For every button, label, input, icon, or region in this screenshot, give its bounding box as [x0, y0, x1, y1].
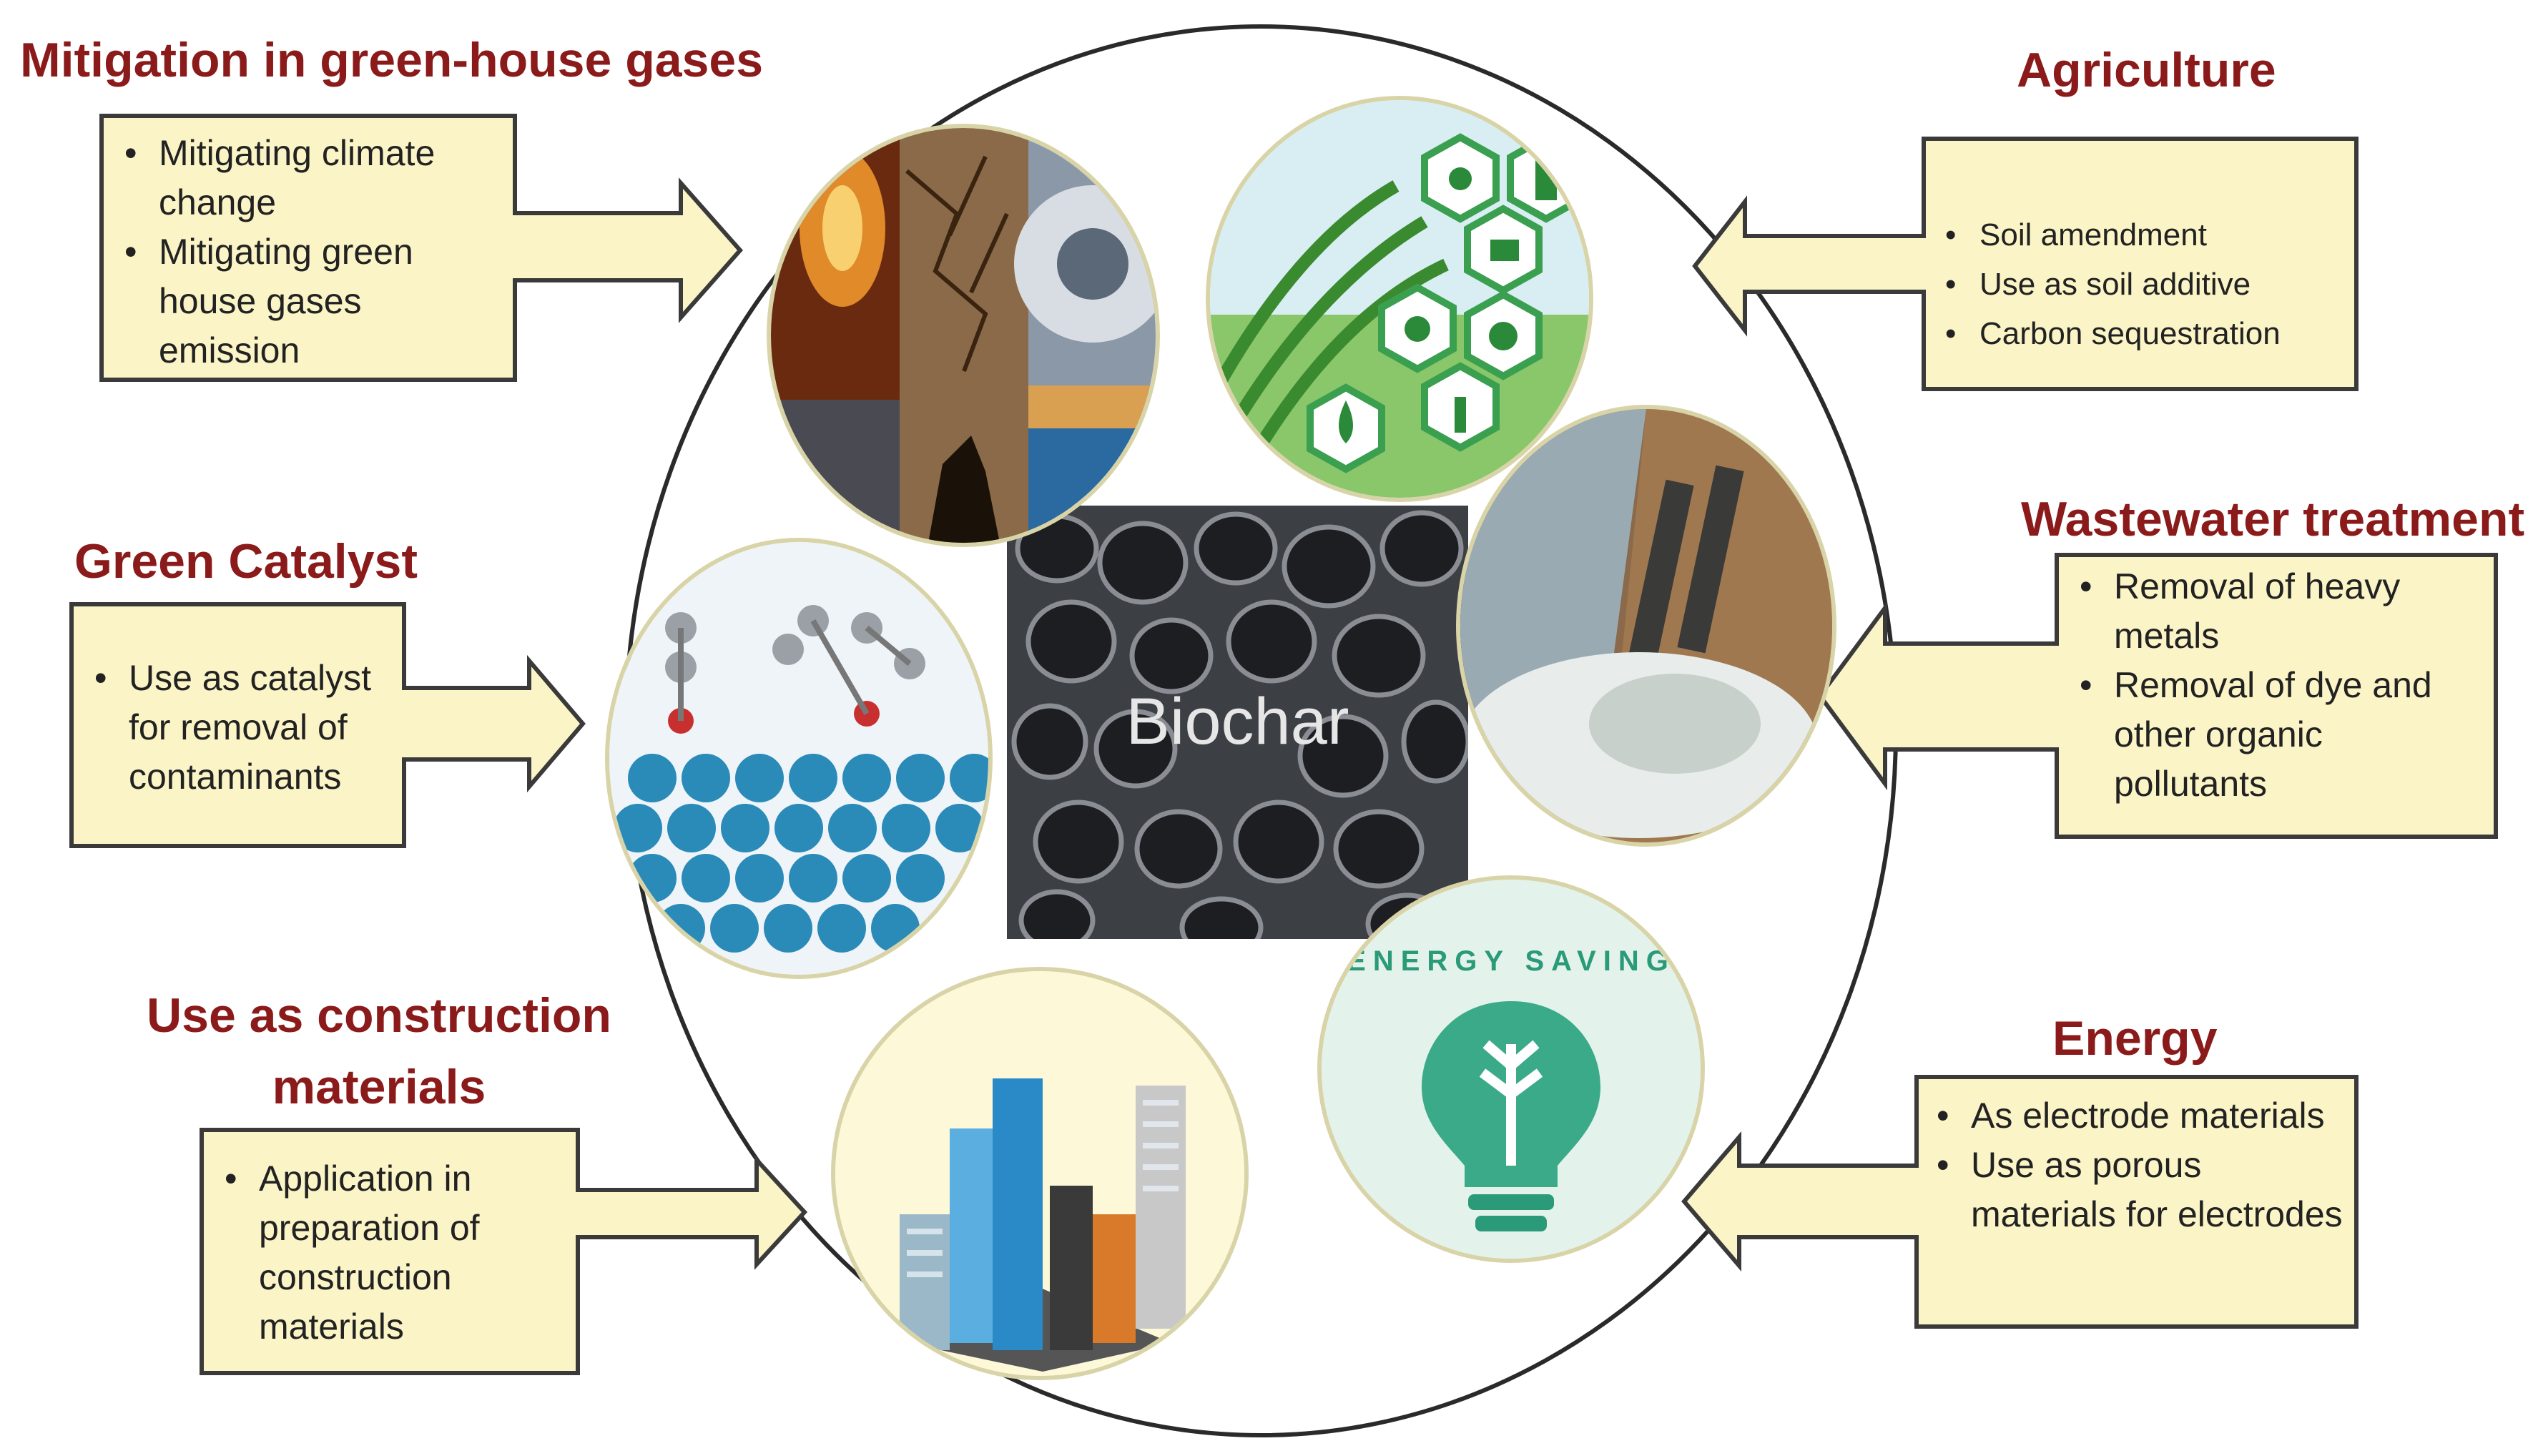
construction-photo — [831, 967, 1249, 1380]
list-item: Mitigating green house gases emission — [122, 227, 508, 375]
agriculture-list: Soil amendment Use as soil additive Carb… — [1942, 210, 2343, 358]
list-item: Removal of dye and other organic polluta… — [2077, 661, 2484, 809]
climate-photo — [767, 124, 1160, 547]
wastewater-photo — [1456, 405, 1836, 847]
catalyst-photo — [605, 538, 993, 979]
energy-saving-badge: ENERGY SAVING — [1347, 945, 1676, 977]
agriculture-title: Agriculture — [2017, 43, 2276, 97]
list-item: As electrode materials — [1934, 1091, 2348, 1141]
list-item: Carbon sequestration — [1942, 309, 2343, 358]
energy-list: As electrode materials Use as porous mat… — [1934, 1091, 2348, 1239]
catalyst-list: Use as catalyst for removal of contamina… — [92, 654, 413, 802]
list-item: Removal of heavy metals — [2077, 562, 2484, 661]
catalyst-title: Green Catalyst — [74, 534, 418, 589]
ghg-title: Mitigation in green-house gases — [20, 33, 764, 87]
energy-saving-illustration — [1322, 880, 1701, 1259]
ghg-list: Mitigating climate change Mitigating gre… — [122, 129, 508, 375]
climate-collage — [771, 128, 1156, 543]
agriculture-photo — [1206, 96, 1593, 502]
catalyst-illustration — [609, 542, 988, 975]
biochar-texture — [1007, 506, 1468, 939]
biochar-label: Biochar — [1126, 685, 1349, 758]
list-item: Use as soil additive — [1942, 260, 2343, 309]
energy-title: Energy — [2052, 1011, 2218, 1066]
city-illustration — [835, 971, 1244, 1376]
construction-list: Application in preparation of constructi… — [222, 1154, 522, 1352]
list-item: Use as catalyst for removal of contamina… — [92, 654, 413, 802]
wastewater-title: Wastewater treatment — [2021, 492, 2525, 546]
biochar-image: Biochar — [1007, 506, 1468, 939]
wastewater-illustration — [1460, 409, 1832, 842]
list-item: Use as porous materials for electrodes — [1934, 1141, 2348, 1239]
construction-title: Use as construction materials — [147, 988, 611, 1114]
list-item: Mitigating climate change — [122, 129, 508, 227]
agriculture-illustration — [1210, 100, 1589, 498]
list-item: Soil amendment — [1942, 210, 2343, 260]
list-item: Application in preparation of constructi… — [222, 1154, 522, 1352]
wastewater-list: Removal of heavy metals Removal of dye a… — [2077, 562, 2484, 809]
energy-photo: ENERGY SAVING — [1317, 875, 1705, 1263]
